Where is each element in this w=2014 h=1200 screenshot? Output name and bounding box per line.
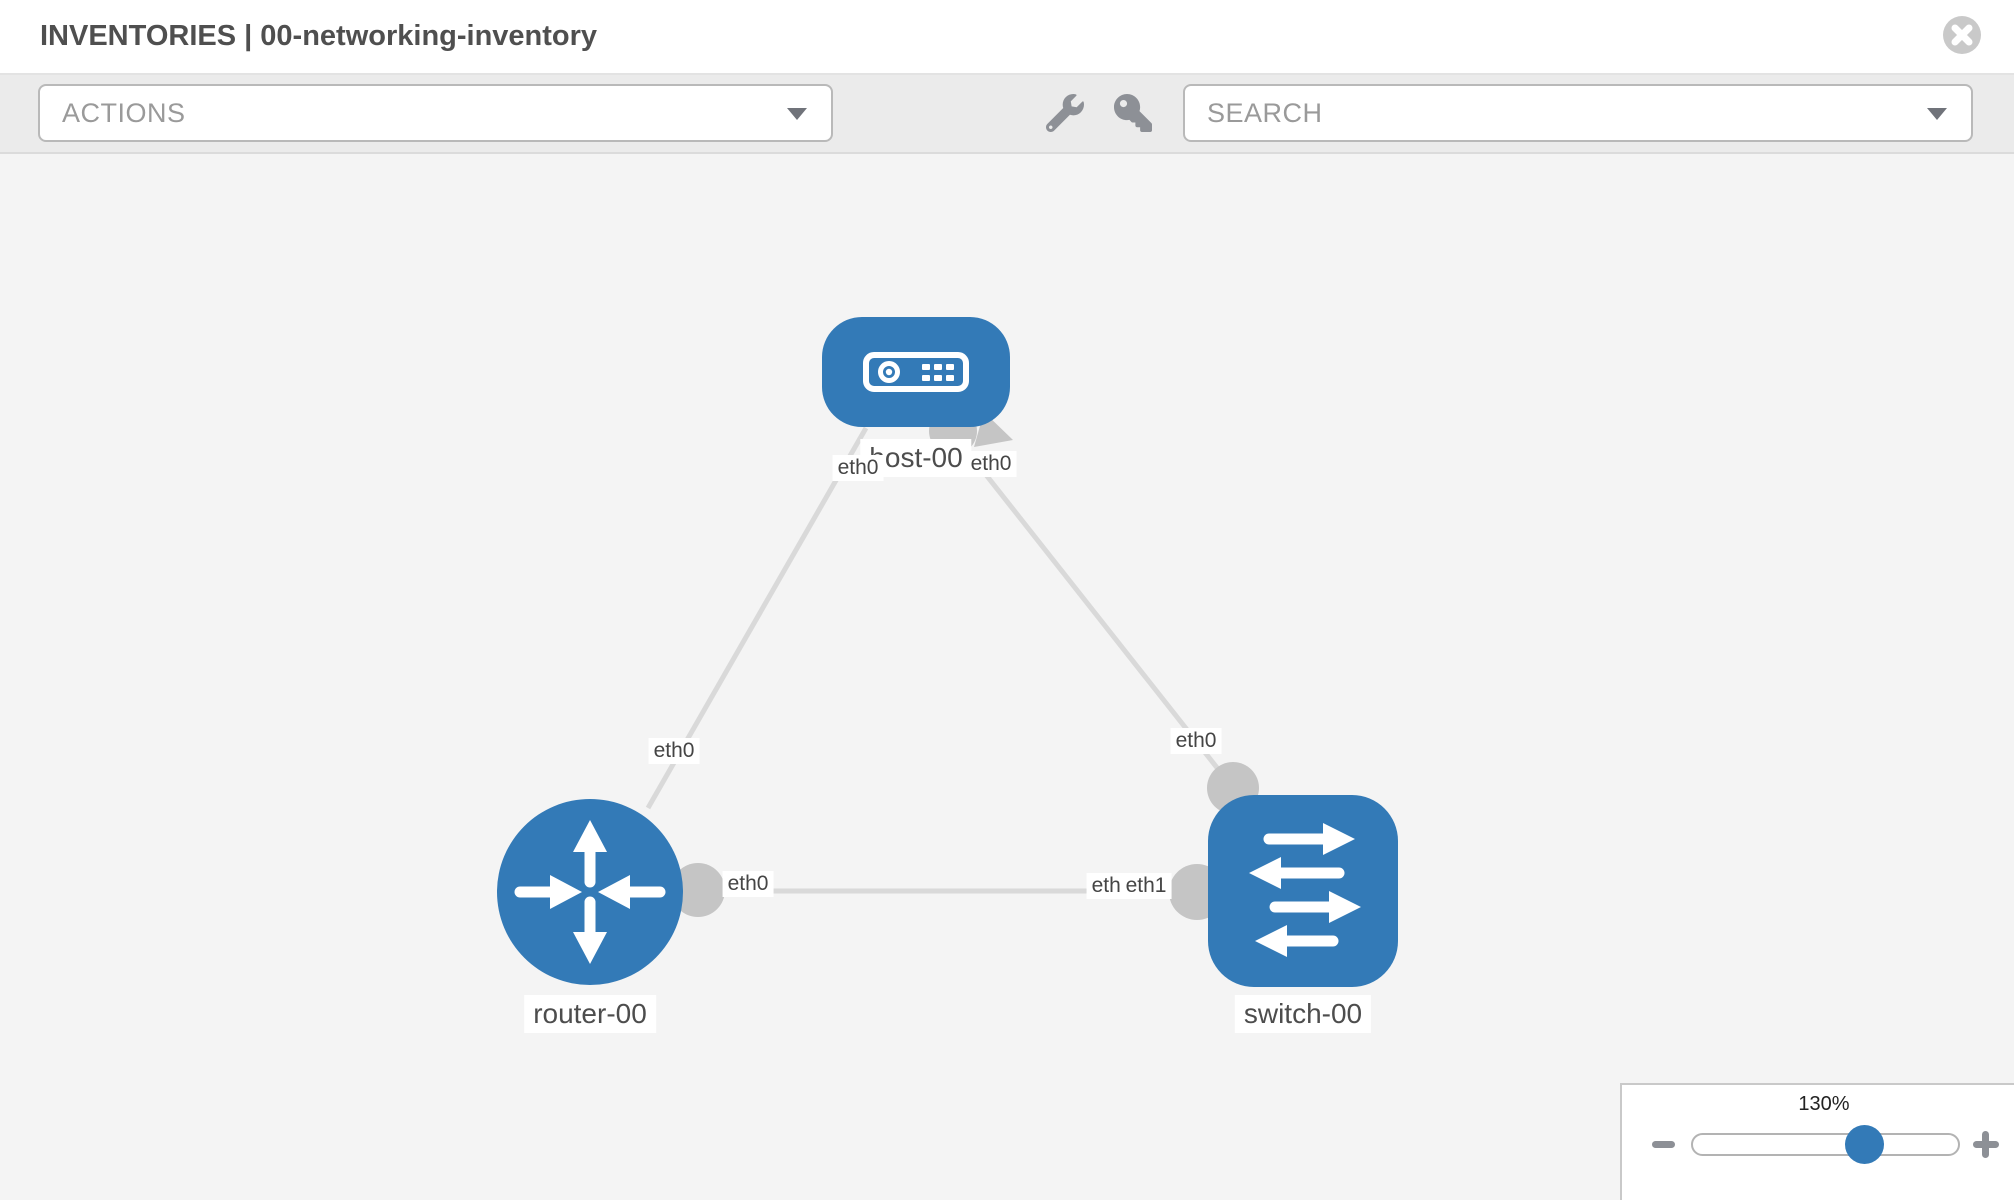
iface-label-host-to-switch: eth0 (965, 451, 1017, 477)
actions-dropdown[interactable]: ACTIONS (38, 84, 833, 142)
chevron-down-icon (787, 108, 807, 120)
zoom-panel: 130% (1620, 1083, 2014, 1200)
port-router-right (671, 863, 725, 917)
plus-icon (1982, 1131, 1989, 1158)
iface-label-switch-end: eth1 (1120, 873, 1172, 899)
node-host[interactable] (822, 317, 1010, 427)
close-icon (1943, 16, 1981, 54)
iface-label-switch-top-end: eth0 (1170, 728, 1222, 754)
iface-label-router-to-switch: eth0 (722, 871, 774, 897)
chevron-down-icon (1927, 108, 1947, 120)
search-dropdown[interactable]: SEARCH (1183, 84, 1973, 142)
search-dropdown-label: SEARCH (1207, 98, 1323, 128)
credentials-button[interactable] (1114, 94, 1152, 132)
zoom-level-value: 130% (1798, 1093, 1850, 1115)
node-label-router: router-00 (524, 995, 656, 1033)
actions-dropdown-label: ACTIONS (62, 98, 186, 128)
topology-canvas[interactable] (0, 153, 2014, 1200)
node-label-switch: switch-00 (1234, 995, 1372, 1033)
close-button[interactable] (1942, 15, 1982, 55)
iface-label-host-to-router: eth0 (832, 455, 884, 481)
key-icon (1114, 94, 1152, 132)
toolbar: ACTIONS SEARCH (0, 75, 2014, 154)
iface-label-router-end: eth0 (648, 738, 700, 764)
header-bar: INVENTORIES | 00-networking-inventory (0, 0, 2014, 75)
node-router[interactable] (497, 799, 683, 985)
page-title: INVENTORIES | 00-networking-inventory (40, 20, 598, 52)
wrench-icon (1045, 94, 1084, 133)
zoom-slider-track[interactable] (1691, 1133, 1960, 1156)
configure-button[interactable] (1045, 94, 1084, 133)
zoom-out-button[interactable] (1652, 1141, 1675, 1148)
node-switch[interactable] (1208, 795, 1398, 987)
zoom-slider-knob[interactable] (1845, 1125, 1884, 1164)
